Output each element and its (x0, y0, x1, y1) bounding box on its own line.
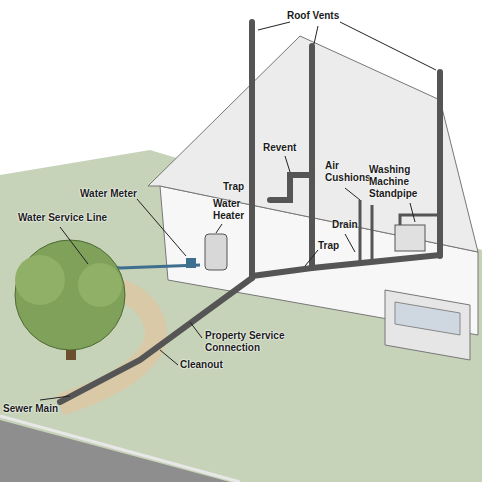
window-glass (395, 302, 460, 335)
street (0, 420, 230, 482)
part-label: Water Heater (213, 198, 253, 222)
curb (0, 416, 240, 482)
part-label: Water Meter (80, 188, 137, 200)
pipes (60, 22, 440, 402)
part-label: Trap (318, 240, 339, 252)
washing-machine (395, 225, 425, 251)
part-label: Trap (223, 181, 244, 193)
part-label: Washing Machine Standpipe (369, 164, 427, 200)
leader-lines (40, 22, 436, 400)
tree-crown (15, 240, 125, 350)
part-label: Sewer Main (3, 403, 58, 415)
bay-window (385, 290, 470, 360)
part-label: Air Cushions (325, 160, 373, 184)
part-label: Drain (332, 219, 358, 231)
water-meter (186, 258, 196, 268)
tree-crown (78, 263, 122, 307)
part-label: Roof Vents (287, 10, 339, 22)
part-label: Revent (263, 142, 296, 154)
water-heater (205, 234, 227, 270)
branch-pipes (360, 200, 440, 262)
part-label: Water Service Line (18, 212, 107, 224)
tree-crown (15, 255, 65, 305)
part-label: Property Service Connection (205, 330, 300, 354)
part-label: Cleanout (180, 359, 223, 371)
